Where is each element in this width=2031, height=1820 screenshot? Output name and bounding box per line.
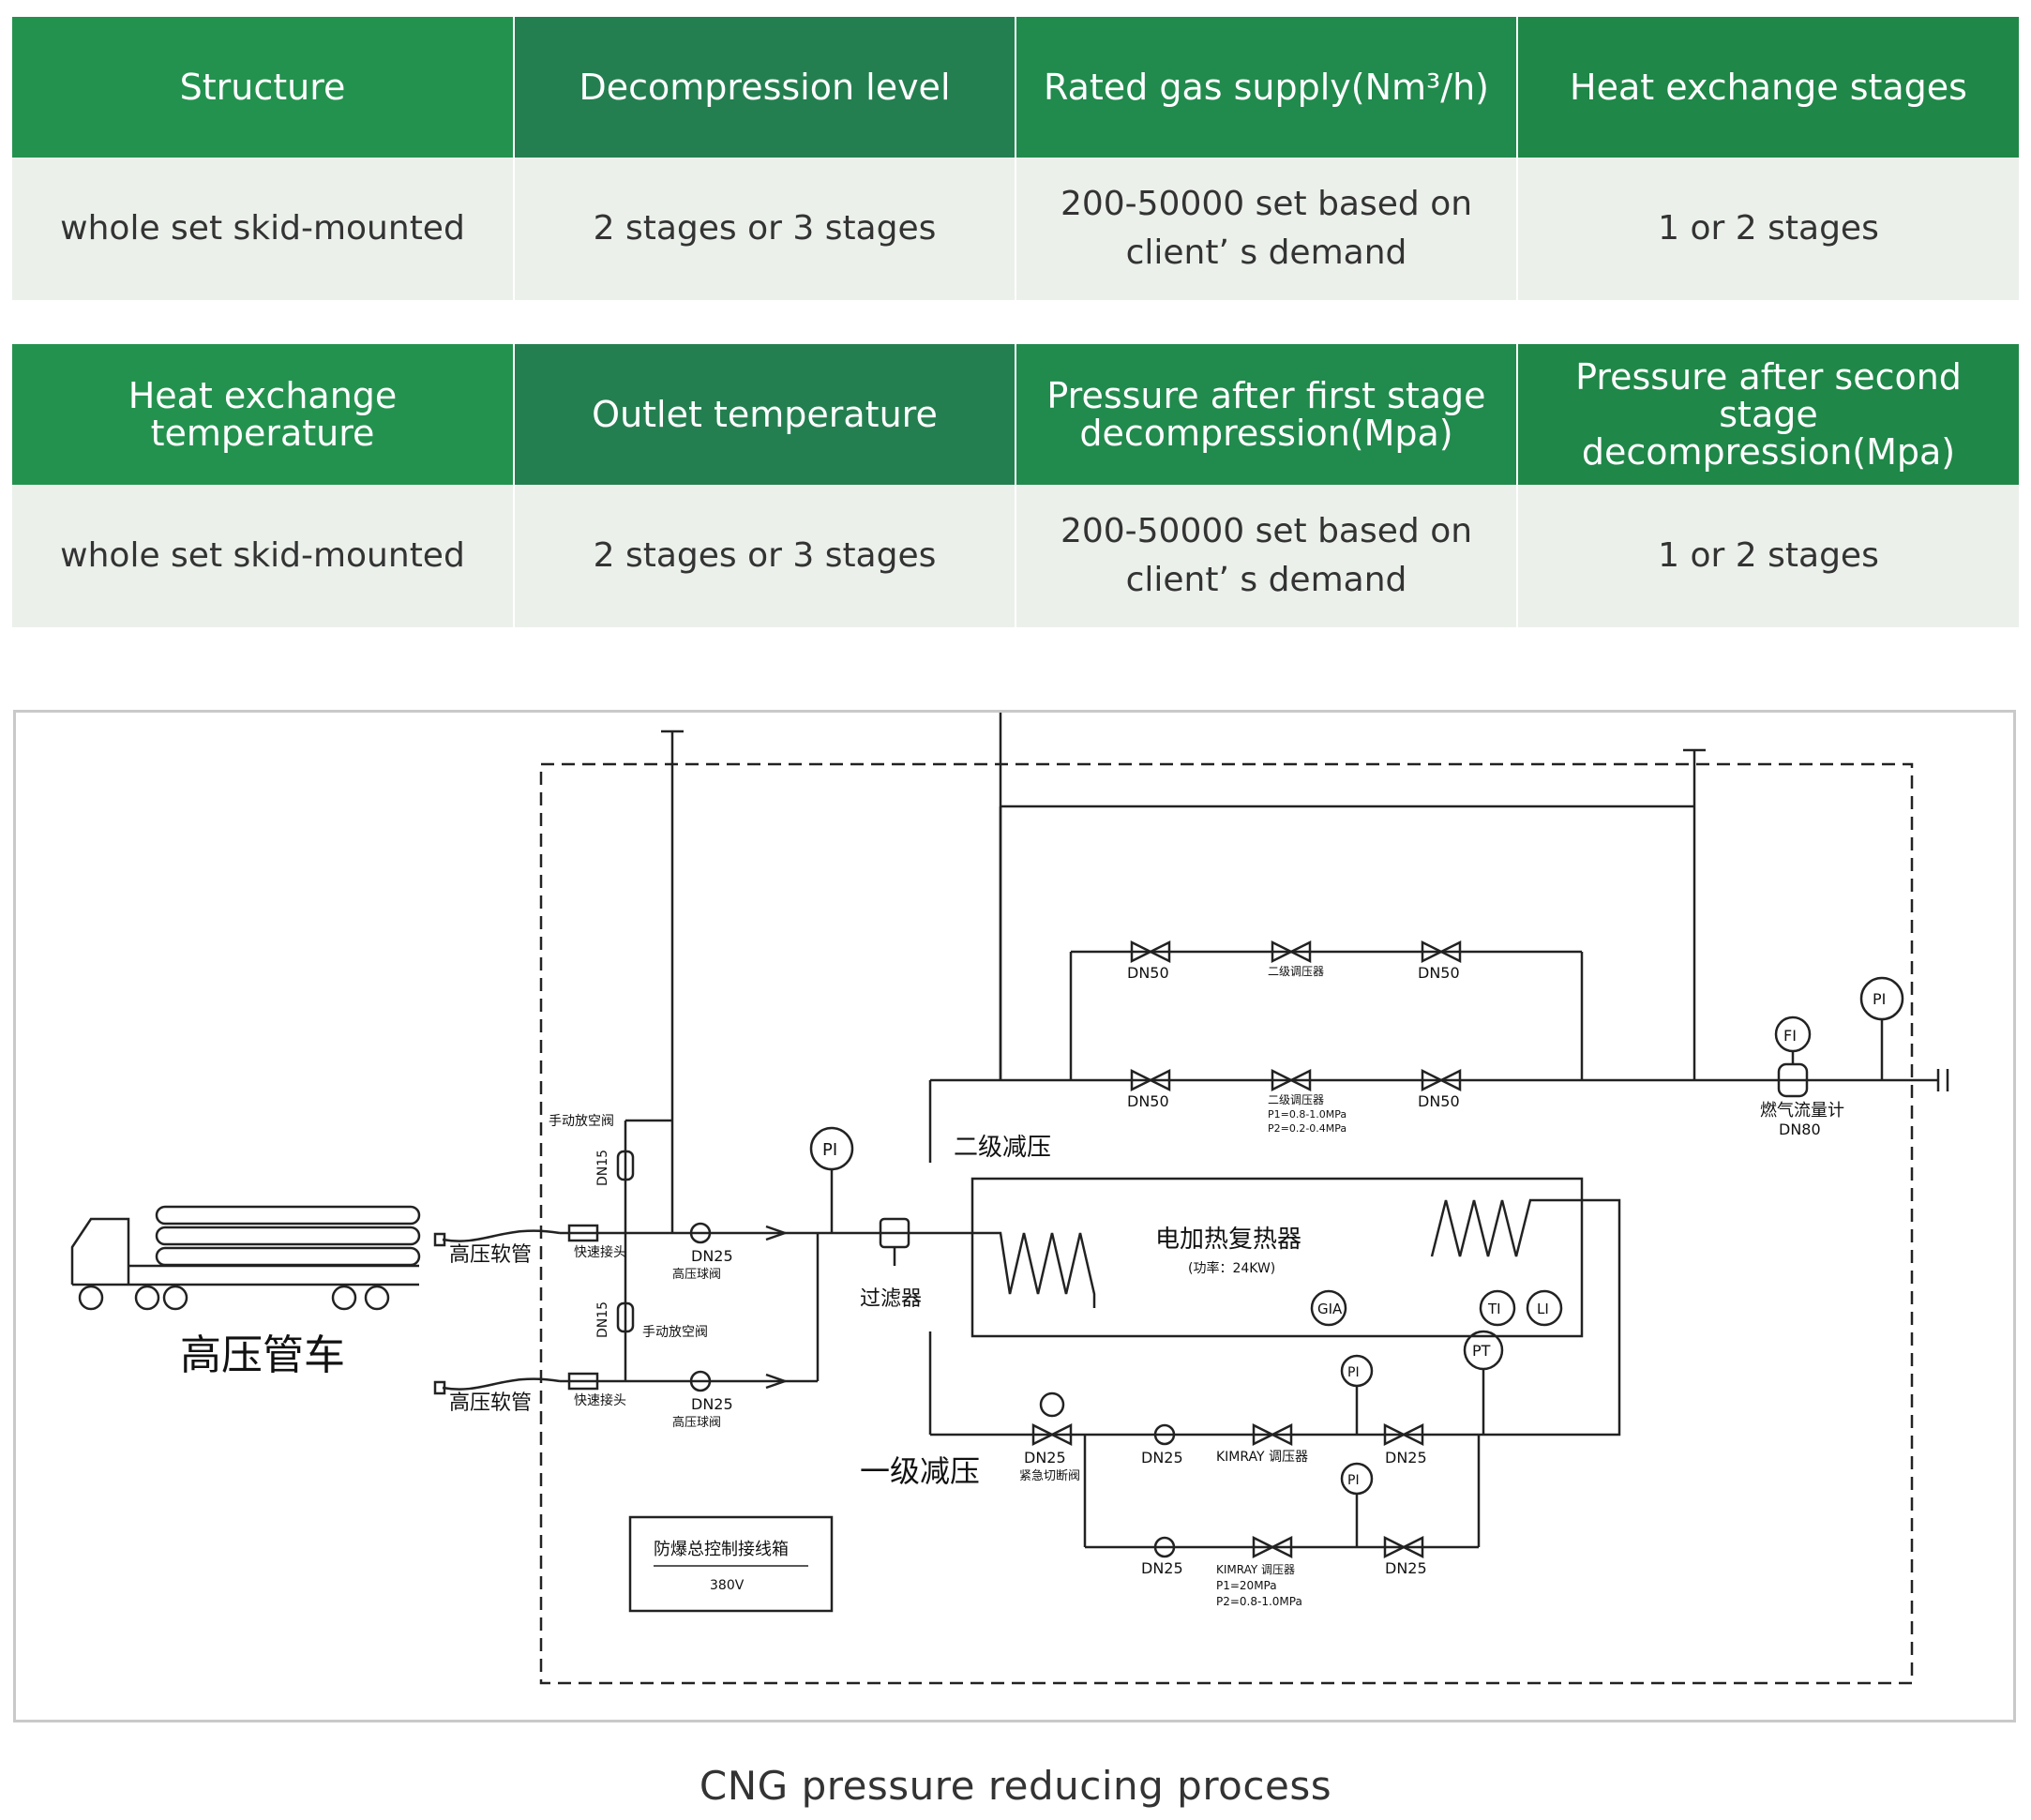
li-label: LI: [1537, 1301, 1549, 1317]
regulator-p2: P2=0.8-1.0MPa: [1216, 1595, 1302, 1608]
regulator-label: 二级调压器: [1268, 965, 1324, 978]
fi-label: FI: [1783, 1027, 1797, 1045]
value-cell: 2 stages or 3 stages: [514, 158, 1016, 300]
pi-label: PI: [1347, 1365, 1360, 1380]
regulator-label: KIMRAY 调压器: [1216, 1450, 1308, 1465]
value-line: client’ s demand: [1125, 561, 1407, 599]
spec-table-1: Structure Decompression level Rated gas …: [12, 17, 2019, 300]
header-cell: Rated gas supply(Nm³/h): [1016, 17, 1518, 158]
header-line: Pressure after second stage: [1575, 356, 1962, 435]
header-cell: Heat exchange temperature: [12, 344, 515, 485]
regulator-p1: P1=20MPa: [1216, 1579, 1277, 1592]
dn-label: DN80: [1779, 1121, 1821, 1138]
diagram-caption: CNG pressure reducing process: [699, 1763, 1332, 1809]
control-box-label: 防爆总控制接线箱: [654, 1540, 789, 1559]
process-diagram: 高压管车 高压软管 高压软管 快速接头 快速接头 手动放空阀 手动放空阀 DN2…: [70, 713, 1949, 1685]
gia-label: GIA: [1317, 1301, 1343, 1317]
regulator-p1: P1=0.8-1.0MPa: [1268, 1108, 1346, 1121]
header-cell: Structure: [12, 17, 515, 158]
value-line: client’ s demand: [1125, 233, 1407, 272]
ball-valve-label: 高压球阀: [672, 1267, 721, 1282]
first-stage-label: 一级减压: [860, 1453, 980, 1489]
value-cell: whole set skid-mounted: [12, 485, 515, 627]
dn-label: DN50: [1418, 964, 1460, 982]
header-line: decompression(Mpa): [1079, 413, 1453, 454]
dn-label: DN25: [1385, 1449, 1427, 1467]
dn-label: DN25: [1024, 1449, 1066, 1467]
quick-connector-label: 快速接头: [574, 1244, 626, 1260]
pi-label: PI: [822, 1140, 837, 1160]
dn-label: DN15: [595, 1150, 610, 1186]
table-row: whole set skid-mounted 2 stages or 3 sta…: [12, 485, 2019, 627]
value-cell: 200-50000 set based on client’ s demand: [1016, 158, 1518, 300]
ball-valve-label: 高压球阀: [672, 1415, 721, 1430]
filter-label: 过滤器: [860, 1287, 922, 1311]
hose-upper: [442, 1229, 561, 1242]
second-stage-label: 二级减压: [954, 1134, 1051, 1162]
heater-title: 电加热复热器: [1155, 1226, 1301, 1254]
dn-label: DN25: [1141, 1449, 1183, 1467]
header-line: Heat exchange: [128, 375, 398, 416]
emergency-valve-label: 紧急切断阀: [1019, 1469, 1080, 1483]
table-header-row: Heat exchange temperature Outlet tempera…: [12, 344, 2019, 485]
skid-boundary: [539, 762, 1914, 1685]
value-cell: whole set skid-mounted: [12, 158, 515, 300]
manual-vent-label: 手动放空阀: [642, 1325, 708, 1340]
header-cell: Outlet temperature: [514, 344, 1016, 485]
spec-table-2: Heat exchange temperature Outlet tempera…: [12, 344, 2019, 627]
quick-connector-label: 快速接头: [574, 1392, 626, 1408]
hose-label-upper: 高压软管: [449, 1243, 532, 1267]
truck-label: 高压管车: [180, 1331, 345, 1379]
dn-label: DN25: [1385, 1559, 1427, 1577]
control-box-voltage: 380V: [710, 1578, 745, 1593]
tube-trailer-icon: [70, 1205, 421, 1311]
manual-vent-label: 手动放空阀: [549, 1114, 614, 1129]
header-line: decompression(Mpa): [1581, 431, 1956, 473]
dn-label: DN25: [691, 1247, 733, 1265]
value-cell: 2 stages or 3 stages: [514, 485, 1016, 627]
dn-label: DN25: [691, 1395, 733, 1413]
hose-lower: [442, 1377, 561, 1391]
dn-label: DN15: [595, 1301, 610, 1338]
value-line: 200-50000 set based on: [1060, 512, 1473, 550]
header-cell: Heat exchange stages: [1517, 17, 2019, 158]
header-cell: Pressure after second stage decompressio…: [1517, 344, 2019, 485]
dn-label: DN50: [1418, 1092, 1460, 1110]
pi-label: PI: [1873, 990, 1886, 1008]
flowmeter-label: 燃气流量计: [1760, 1101, 1844, 1121]
dn-label: DN25: [1141, 1559, 1183, 1577]
control-box: [628, 1515, 834, 1613]
ti-label: TI: [1487, 1301, 1501, 1317]
regulator-label: 二级调压器: [1268, 1093, 1324, 1106]
value-line: 200-50000 set based on: [1060, 185, 1473, 223]
header-line: temperature: [150, 413, 375, 454]
value-cell: 1 or 2 stages: [1517, 158, 2019, 300]
pt-label: PT: [1472, 1342, 1491, 1360]
value-cell: 1 or 2 stages: [1517, 485, 2019, 627]
dn-label: DN50: [1127, 964, 1169, 982]
value-cell: 200-50000 set based on client’ s demand: [1016, 485, 1518, 627]
heater-power: (功率：24KW): [1188, 1260, 1275, 1276]
header-cell: Decompression level: [514, 17, 1016, 158]
regulator-p2: P2=0.2-0.4MPa: [1268, 1122, 1346, 1135]
table-row: whole set skid-mounted 2 stages or 3 sta…: [12, 158, 2019, 300]
header-line: Pressure after first stage: [1046, 375, 1486, 416]
pi-label: PI: [1347, 1473, 1360, 1488]
header-cell: Pressure after first stage decompression…: [1016, 344, 1518, 485]
hose-label-lower: 高压软管: [449, 1391, 532, 1415]
dn-label: DN50: [1127, 1092, 1169, 1110]
process-diagram-frame: 高压管车 高压软管 高压软管 快速接头 快速接头 手动放空阀 手动放空阀 DN2…: [13, 710, 2016, 1722]
table-header-row: Structure Decompression level Rated gas …: [12, 17, 2019, 158]
electric-heater: [970, 1177, 1584, 1338]
regulator-label: KIMRAY 调压器: [1216, 1563, 1295, 1576]
